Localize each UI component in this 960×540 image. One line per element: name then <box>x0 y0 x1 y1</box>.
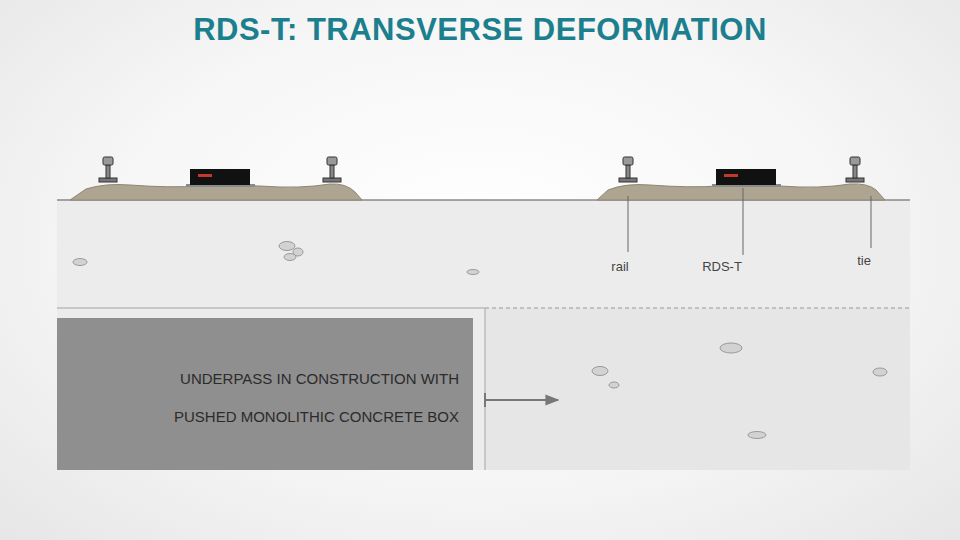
push-arrow-tick <box>484 393 486 407</box>
tie <box>70 184 362 200</box>
tie <box>597 184 885 200</box>
push-arrow <box>485 399 558 401</box>
soil-ahead <box>485 308 910 470</box>
rds-t-sensor <box>186 169 781 187</box>
part-label: RDS-T <box>702 259 742 274</box>
rails <box>99 157 864 182</box>
excavation-line <box>57 307 485 309</box>
title: RDS-T: TRANSVERSE DEFORMATION <box>0 12 960 48</box>
part-label: rail <box>611 259 628 274</box>
concrete-box: UNDERPASS IN CONSTRUCTION WITH PUSHED MO… <box>57 318 473 470</box>
part-label: tie <box>857 253 871 268</box>
leader-lines <box>628 188 871 255</box>
excavation-face <box>484 308 486 470</box>
ground <box>57 200 910 470</box>
box-label: UNDERPASS IN CONSTRUCTION WITH PUSHED MO… <box>141 360 459 436</box>
planned-excavation-line <box>485 308 910 309</box>
